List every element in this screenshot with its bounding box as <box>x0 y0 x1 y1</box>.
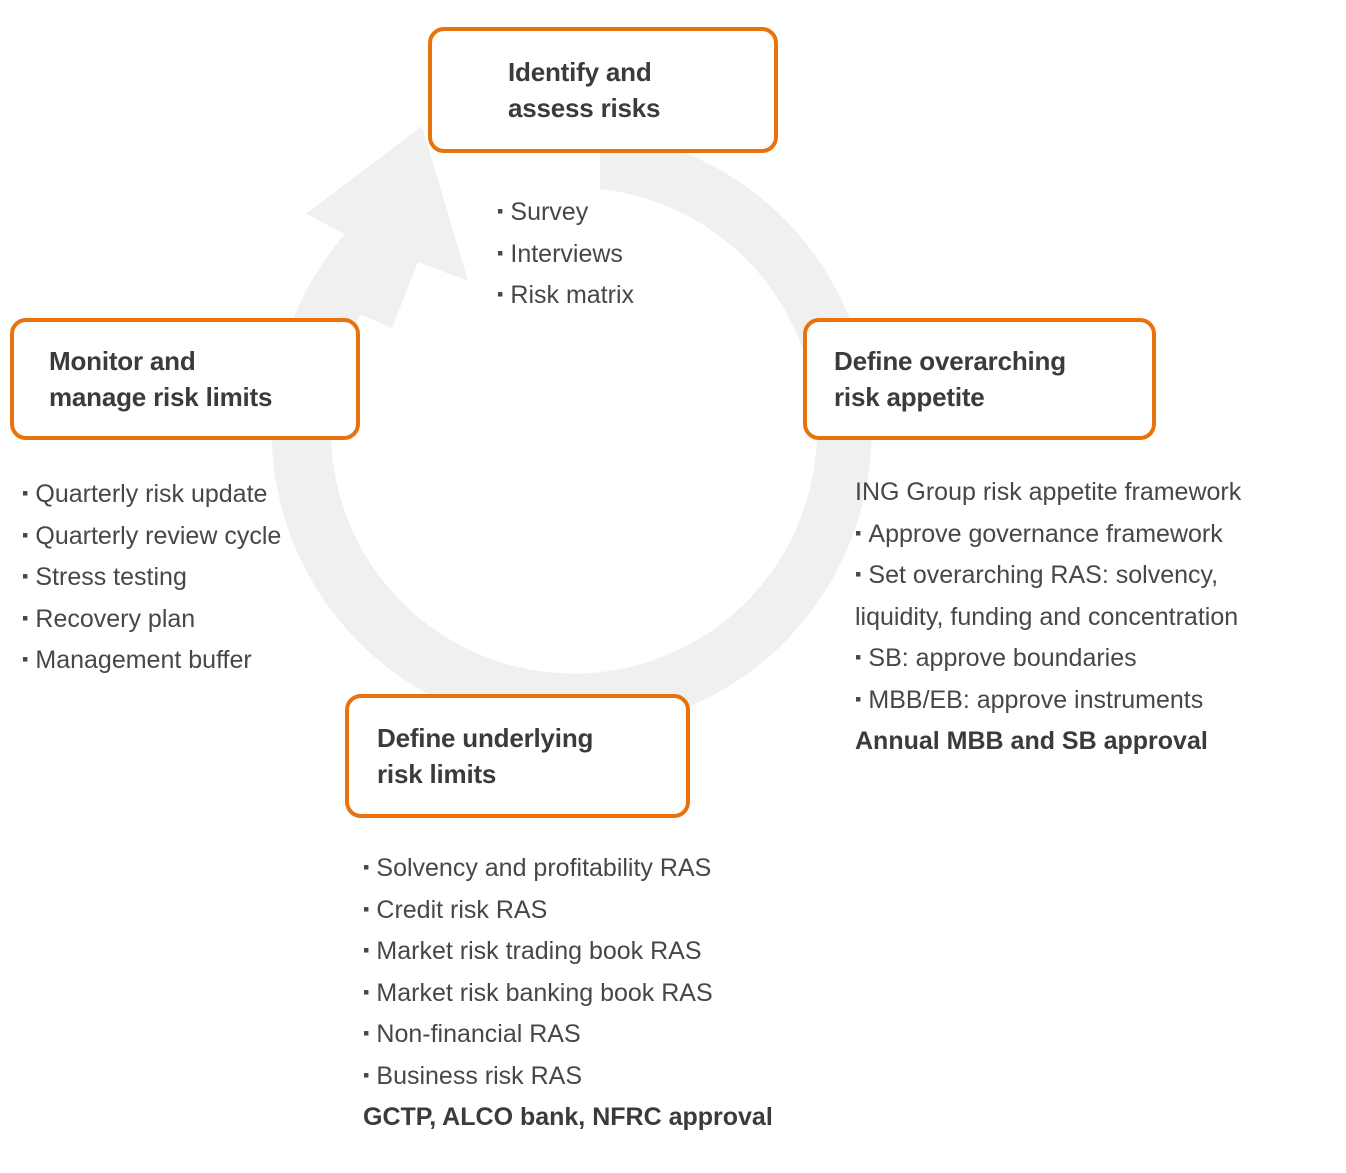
list-item: ▪ Quarterly review cycle <box>22 516 281 558</box>
list-item: ▪ Market risk trading book RAS <box>363 931 773 973</box>
list-item-label: Market risk trading book RAS <box>376 937 702 965</box>
bullet-icon: ▪ <box>855 522 862 543</box>
stage-title-monitor: Monitor and manage risk limits <box>49 345 273 412</box>
bullet-icon: ▪ <box>855 688 862 709</box>
bullet-icon: ▪ <box>855 647 862 667</box>
approval-note-label: GCTP, ALCO bank, NFRC approval <box>363 1103 773 1131</box>
list-item-label: SB: approve boundaries <box>868 644 1137 672</box>
list-item-label: Risk matrix <box>510 281 634 309</box>
list-item-label: Non-financial RAS <box>376 1020 581 1048</box>
stage-body-identify: ▪ Survey ▪ Interviews ▪ Risk matrix <box>497 192 634 317</box>
stage-body-define-risk-appetite: ING Group risk appetite framework ▪ Appro… <box>855 472 1241 763</box>
list-item: ▪ Management buffer <box>22 640 281 682</box>
list-item-label: Survey <box>510 198 589 226</box>
bullet-icon: ▪ <box>363 1064 370 1085</box>
list-item-label: Quarterly risk update <box>35 480 268 508</box>
bullet-icon: ▪ <box>22 649 29 669</box>
list-item-continuation: liquidity, funding and concentration <box>855 597 1241 639</box>
list-item: ▪ Market risk banking book RAS <box>363 973 773 1015</box>
list-item-label: ING Group risk appetite framework <box>855 478 1242 506</box>
list-item: ▪ Business risk RAS <box>363 1056 773 1098</box>
list-item-label: Solvency and profitability RAS <box>376 854 712 882</box>
stage-box-identify-and-assess-risks[interactable]: Identify and assess risks <box>428 27 778 153</box>
stage-title-define-underlying-limits: Define underlying risk limits <box>377 722 594 789</box>
list-item-label: liquidity, funding and concentration <box>855 602 1239 631</box>
bullet-icon: ▪ <box>22 566 29 586</box>
stage-box-define-overarching-risk-appetite[interactable]: Define overarching risk appetite <box>803 318 1156 440</box>
list-item: ▪ Quarterly risk update <box>22 474 281 516</box>
list-item-label: MBB/EB: approve instruments <box>868 685 1204 714</box>
list-item: ▪ Risk matrix <box>497 275 634 317</box>
list-item-label: Recovery plan <box>35 604 196 633</box>
stage-title-define-risk-appetite: Define overarching risk appetite <box>834 345 1066 412</box>
bullet-icon: ▪ <box>22 483 29 503</box>
list-item: ▪ MBB/EB: approve instruments <box>855 680 1241 722</box>
stage-body-monitor: ▪ Quarterly risk update ▪ Quarterly review… <box>22 474 281 682</box>
list-item-label: Interviews <box>510 239 623 268</box>
stage-body-define-underlying-limits: ▪ Solvency and profitability RAS ▪ Credit … <box>363 848 773 1139</box>
bullet-icon: ▪ <box>363 857 370 877</box>
list-item: ▪ Recovery plan <box>22 599 281 641</box>
list-item: ▪ Solvency and profitability RAS <box>363 848 773 890</box>
list-item: ▪ SB: approve boundaries <box>855 638 1241 680</box>
bullet-icon: ▪ <box>497 242 504 263</box>
bullet-icon: ▪ <box>363 1023 370 1043</box>
list-item: ▪ Approve governance framework <box>855 514 1241 556</box>
list-item-label: Business risk RAS <box>376 1061 583 1090</box>
approval-note-label: Annual MBB and SB approval <box>855 727 1208 755</box>
list-item: ING Group risk appetite framework <box>855 472 1241 514</box>
bullet-icon: ▪ <box>855 564 862 584</box>
bullet-icon: ▪ <box>22 524 29 545</box>
list-item: ▪ Survey <box>497 192 634 234</box>
list-item-label: Set overarching RAS: solvency, <box>868 561 1219 589</box>
bullet-icon: ▪ <box>363 981 370 1002</box>
bullet-icon: ▪ <box>497 284 504 304</box>
stage-box-monitor-and-manage-risk-limits[interactable]: Monitor and manage risk limits <box>10 318 360 440</box>
bullet-icon: ▪ <box>363 898 370 919</box>
list-item: ▪ Credit risk RAS <box>363 890 773 932</box>
bullet-icon: ▪ <box>497 201 504 221</box>
list-item: ▪ Stress testing <box>22 557 281 599</box>
list-item-label: Credit risk RAS <box>376 895 548 924</box>
list-item: ▪ Non-financial RAS <box>363 1014 773 1056</box>
list-item: ▪ Interviews <box>497 234 634 276</box>
bullet-icon: ▪ <box>363 940 370 960</box>
list-item-label: Stress testing <box>35 563 187 591</box>
approval-note: GCTP, ALCO bank, NFRC approval <box>363 1097 773 1139</box>
approval-note: Annual MBB and SB approval <box>855 721 1241 763</box>
list-item: ▪ Set overarching RAS: solvency, <box>855 555 1241 597</box>
list-item-label: Quarterly review cycle <box>35 521 282 550</box>
list-item-label: Approve governance framework <box>868 519 1223 548</box>
stage-box-define-underlying-risk-limits[interactable]: Define underlying risk limits <box>345 694 690 818</box>
list-item-label: Management buffer <box>35 646 252 674</box>
stage-title-identify: Identify and assess risks <box>508 56 661 123</box>
list-item-label: Market risk banking book RAS <box>376 978 713 1007</box>
bullet-icon: ▪ <box>22 607 29 628</box>
